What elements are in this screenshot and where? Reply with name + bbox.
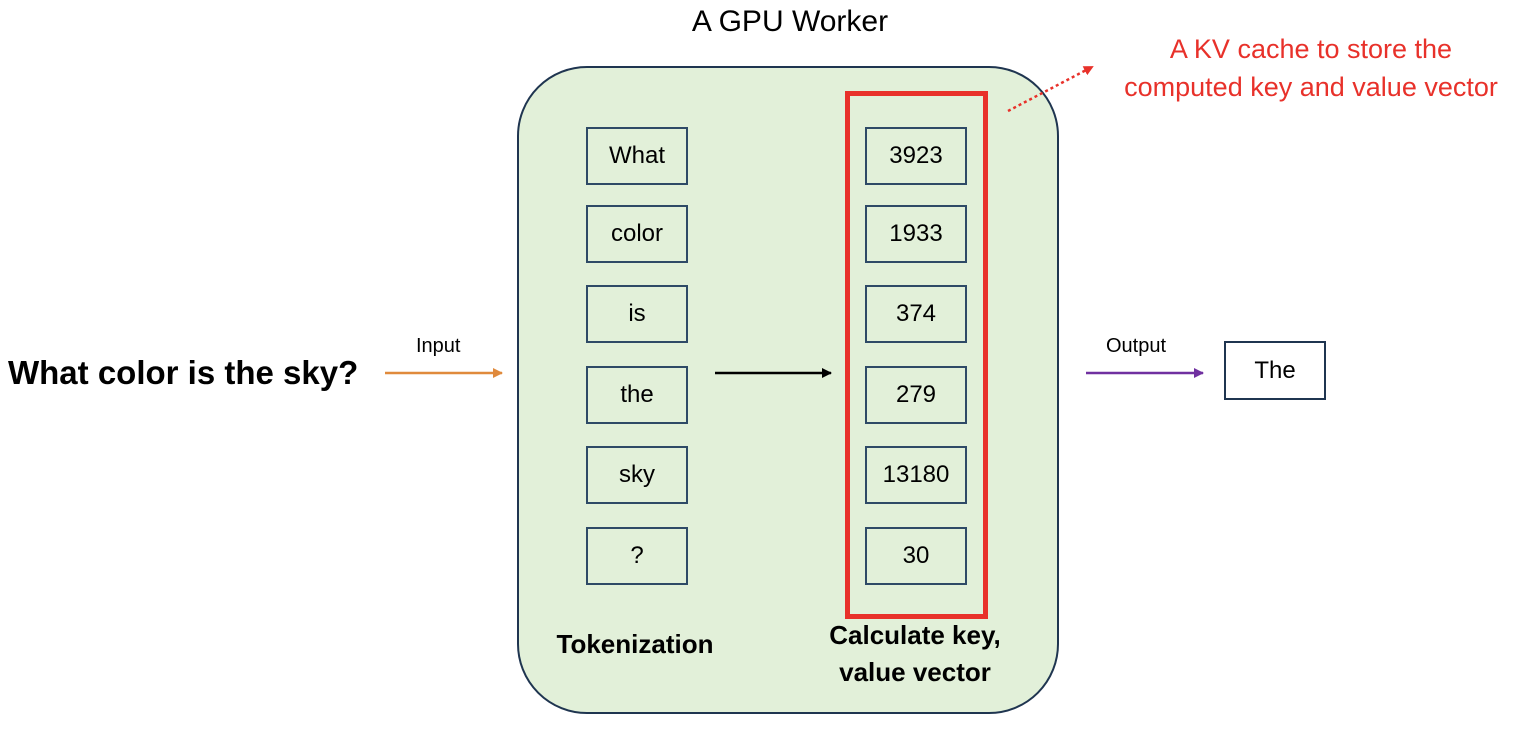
token-box: is [586, 285, 688, 343]
kv-calculation-label: Calculate key, value vector [800, 617, 1030, 691]
token-box: What [586, 127, 688, 185]
token-id-box: 1933 [865, 205, 967, 263]
token-box: sky [586, 446, 688, 504]
annotation-line2: computed key and value vector [1124, 72, 1498, 102]
kv-calculation-label-line1: Calculate key, [829, 620, 1001, 650]
token-box: color [586, 205, 688, 263]
annotation-pointer-arrow [1007, 65, 1094, 113]
token-box: ? [586, 527, 688, 585]
tokenization-label: Tokenization [556, 629, 714, 659]
kv-cache-annotation: A KV cache to store the computed key and… [1100, 30, 1522, 106]
token-id-box: 3923 [865, 127, 967, 185]
token-id-box: 374 [865, 285, 967, 343]
output-token-box: The [1224, 341, 1326, 400]
diagram-title: A GPU Worker [691, 5, 889, 38]
token-id-box: 13180 [865, 446, 967, 504]
token-id-box: 30 [865, 527, 967, 585]
output-label: Output [1106, 335, 1167, 357]
annotation-line1: A KV cache to store the [1169, 34, 1453, 64]
token-box: the [586, 366, 688, 424]
token-id-box: 279 [865, 366, 967, 424]
kv-calculation-label-line2: value vector [839, 657, 991, 687]
gpu-worker-container [517, 66, 1059, 714]
kv-cache-frame [845, 91, 988, 619]
input-label: Input [416, 335, 461, 357]
input-question: What color is the sky? [8, 354, 359, 391]
